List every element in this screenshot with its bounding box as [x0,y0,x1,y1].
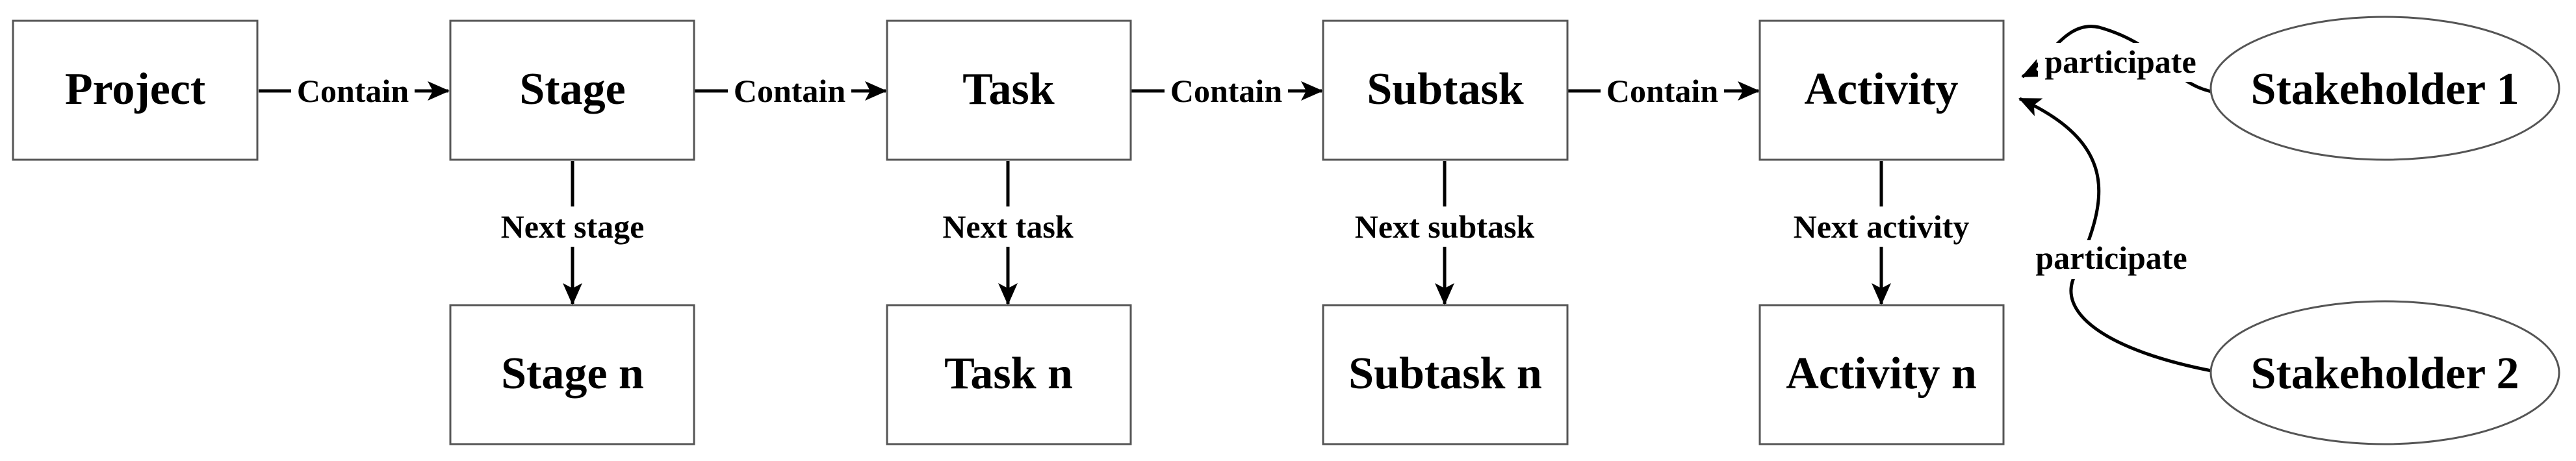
node-label-subtask-n: Subtask n [1348,349,1542,399]
node-label-project: Project [65,64,205,114]
edge-label-contain-2: Contain [734,73,845,109]
node-stakeholder-2: Stakeholder 2 [2209,300,2560,445]
node-project: Project [12,19,259,161]
edge-label-contain-1: Contain [297,73,409,109]
node-label-stakeholder-2: Stakeholder 2 [2251,349,2519,399]
node-label-task: Task [962,64,1055,114]
participate-arrow-stakeholder2 [2018,97,2215,373]
edge-label-contain-3: Contain [1170,73,1282,109]
node-label-activity: Activity [1804,64,1958,114]
node-label-stakeholder-1: Stakeholder 1 [2251,64,2519,114]
edge-label-participate-2: participate [2035,240,2187,276]
edge-label-contain-4: Contain [1606,73,1718,109]
node-activity: Activity [1758,19,2005,161]
node-stage-n: Stage n [449,304,695,445]
node-label-activity-n: Activity n [1786,349,1977,399]
edge-label-next-subtask: Next subtask [1355,208,1535,245]
node-subtask: Subtask [1322,19,1569,161]
node-task-n: Task n [886,304,1132,445]
node-stage: Stage [449,19,695,161]
node-task: Task [886,19,1132,161]
edge-label-next-activity: Next activity [1794,208,1970,245]
edge-label-participate-1: participate [2044,44,2196,80]
edge-labels: Contain Contain Contain Contain Next sta… [291,43,2203,279]
node-label-subtask: Subtask [1367,64,1523,114]
node-label-task-n: Task n [944,349,1073,399]
node-label-stage: Stage [519,64,625,114]
node-stakeholder-1: Stakeholder 1 [2209,16,2560,161]
edge-label-next-task: Next task [942,208,1074,245]
node-label-stage-n: Stage n [501,349,644,399]
node-activity-n: Activity n [1758,304,2005,445]
edge-label-next-stage: Next stage [501,208,645,245]
node-subtask-n: Subtask n [1322,304,1569,445]
